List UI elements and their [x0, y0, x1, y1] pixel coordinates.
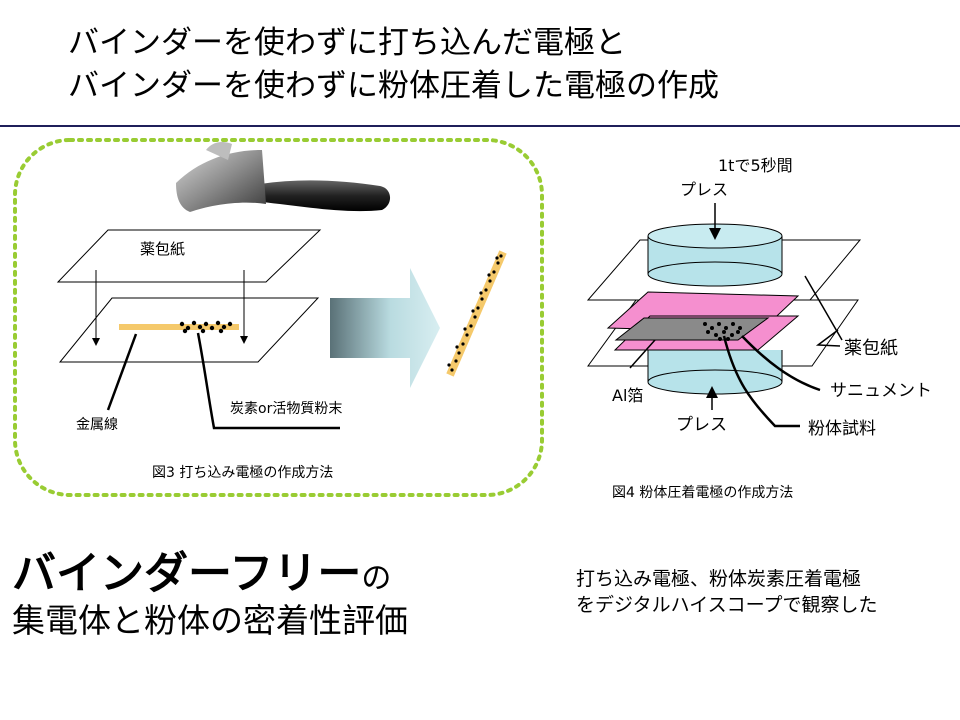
- press-condition-label: 1tで5秒間: [718, 156, 793, 175]
- metal-wire-label: 金属線: [76, 417, 118, 433]
- sanimento-sheet: [614, 317, 770, 341]
- powder-sample-callout: [722, 335, 800, 428]
- al-foil-label: Al箔: [612, 386, 644, 405]
- powder-sample-label: 粉体試料: [808, 419, 876, 439]
- result-wire: [446, 250, 507, 377]
- powder-callout: [196, 332, 340, 430]
- title-line-2: バインダーを使わずに粉体圧着した電極の作成: [68, 68, 719, 104]
- bottom-heading: バインダーフリーの: [12, 537, 391, 601]
- figure4-caption: 図4 粉体圧着電極の作成方法: [612, 485, 794, 501]
- bottom-heading-line2: 集電体と粉体の密着性評価: [12, 601, 408, 640]
- sanimento-label: サニュメント: [830, 381, 932, 401]
- press-top: [647, 223, 783, 287]
- hammer-icon: [176, 142, 391, 212]
- note-line-1: 打ち込み電極、粉体炭素圧着電極: [576, 568, 862, 590]
- title-line-1: バインダーを使わずに打ち込んだ電極と: [68, 25, 626, 61]
- paper-callout-1: [804, 275, 843, 341]
- powder-label: 炭素or活物質粉末: [230, 401, 343, 417]
- al-foil-callout: [629, 339, 656, 369]
- observation-note: 打ち込み電極、粉体炭素圧着電極 をデジタルハイスコープで観察した: [576, 566, 878, 618]
- note-line-2: をデジタルハイスコープで観察した: [576, 594, 878, 616]
- powder-dots: [179, 320, 233, 334]
- process-arrow: [330, 268, 440, 388]
- sanimento-callout: [741, 335, 821, 392]
- metal-wire: [119, 324, 239, 330]
- metal-wire-callout: [106, 333, 138, 411]
- press-top-label: プレス: [680, 180, 729, 199]
- figure3-caption: 図3 打ち込み電極の作成方法: [152, 465, 334, 481]
- left-figure-frame: [13, 138, 544, 497]
- press-bottom-label: プレス: [676, 415, 727, 435]
- paper-callout-2: [815, 329, 841, 347]
- lower-paper-sheet: [58, 297, 320, 363]
- right-paper-label: 薬包紙: [844, 338, 898, 359]
- heading-big: バインダーフリー: [12, 548, 362, 599]
- paper-label: 薬包紙: [140, 240, 186, 258]
- upper-paper-sheet: [56, 229, 322, 283]
- heading-small: の: [361, 561, 392, 596]
- title-divider: [0, 125, 960, 127]
- press-bottom: [647, 350, 783, 395]
- powder-sample-dots: [703, 322, 742, 341]
